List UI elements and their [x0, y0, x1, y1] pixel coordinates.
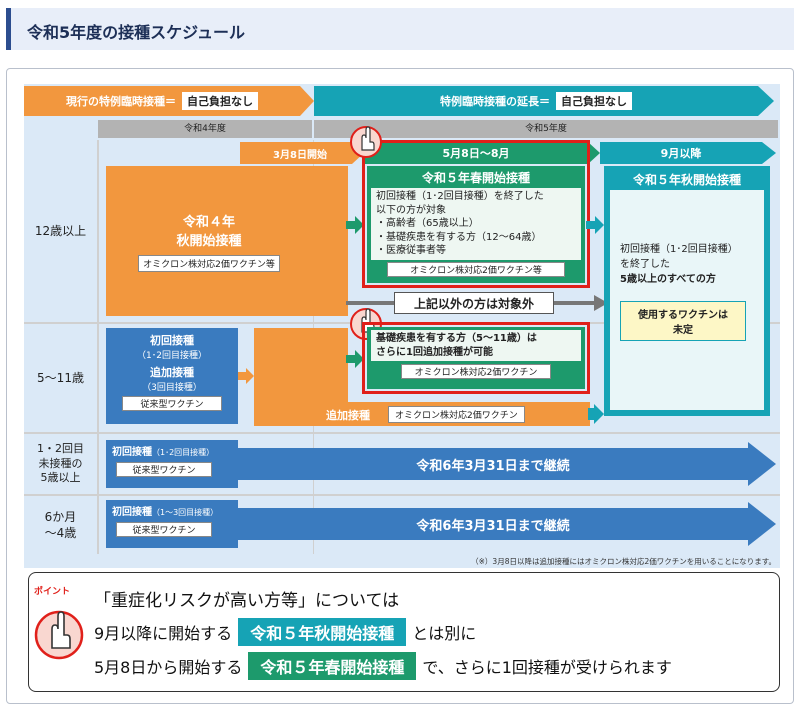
row-label-infant: 6か月 〜4歳: [24, 496, 97, 554]
phase-sep-arrow: [600, 142, 776, 164]
point-text: 5月8日から開始する: [94, 658, 243, 677]
spring-vaccine: オミクロン株対応2価ワクチン等: [387, 261, 565, 277]
arrow-right-icon: [346, 350, 364, 368]
point-title: 「重症化リスクが高い方等」については: [94, 591, 400, 611]
row-label-5-11: 5〜11歳: [24, 324, 97, 432]
others-not-covered: 上記以外の方は対象外: [394, 292, 554, 314]
child-spring-red-frame: [362, 322, 590, 394]
spring-text: 以下の方が対象: [376, 204, 446, 216]
extended-banner: 特例臨時接種の延長＝ 自己負担なし: [314, 86, 758, 116]
infant-block: 初回接種（1〜3回目接種） 従来型ワクチン: [106, 500, 238, 548]
unvac-block: 初回接種（1･2回目接種） 従来型ワクチン: [106, 440, 238, 488]
point-line-2: 9月以降に開始する 令和５年秋開始接種 とは別に: [94, 618, 476, 646]
row-label-text: 〜4歳: [44, 526, 77, 540]
footnote: （※）3月8日以降は追加接種にはオミクロン株対応2価ワクチンを用いることになりま…: [471, 557, 776, 566]
autumn-r5-vaccine-text: 未定: [673, 325, 693, 336]
arrow-right-icon: [346, 216, 364, 234]
row-label-text: 12歳以上: [34, 223, 87, 238]
child-block: 初回接種 （1･2回目接種） 追加接種 （3回目接種） 従来型ワクチン: [106, 328, 238, 424]
schedule-frame: [6, 68, 794, 704]
arrow-right-icon: [586, 216, 604, 234]
row-label-text: 1・2回目: [37, 441, 84, 455]
row-separator: [24, 432, 780, 434]
child-booster-sub: （3回目接種）: [142, 383, 202, 393]
current-banner: 現行の特例臨時接種＝ 自己負担なし: [24, 86, 300, 116]
row-separator: [24, 494, 780, 496]
child-spring-text: さらに1回追加接種が可能: [376, 346, 493, 358]
child-spring-text: 基礎疾患を有する方（5〜11歳）は: [376, 333, 537, 344]
row-label-text: 6か月: [44, 509, 77, 524]
child-spring-block: 基礎疾患を有する方（5〜11歳）は さらに1回追加接種が可能 オミクロン株対応2…: [367, 327, 585, 389]
child-spring-vaccine: オミクロン株対応2価ワクチン: [401, 364, 551, 379]
hand-pointer-icon: [350, 126, 382, 158]
row-label-text: 未接種の: [38, 456, 83, 470]
arrow-right-icon: [588, 404, 604, 424]
unvac-vaccine: 従来型ワクチン: [116, 462, 212, 477]
year-header-r4: 令和4年度: [98, 120, 312, 138]
row-label-12-plus: 12歳以上: [24, 140, 97, 322]
phase-mar8-arrow: [240, 142, 364, 164]
autumn-r5-text: 5歳以上のすべての方: [620, 274, 716, 285]
booster-row-vaccine: オミクロン株対応2価ワクチン: [388, 406, 525, 423]
phase-sep: 9月以降: [660, 147, 702, 160]
point-badge: ポイント: [34, 587, 71, 597]
infant-label: 初回接種: [112, 507, 152, 518]
autumn-r5-block: 令和５年秋開始接種 初回接種（1･2回目接種） を終了した 5歳以上のすべての方…: [604, 166, 770, 416]
autumn-r5-pill: 令和５年秋開始接種: [238, 618, 407, 646]
row-label-unvaccinated: 1・2回目 未接種の 5歳以上: [24, 434, 97, 494]
booster-row-label: 追加接種: [326, 409, 370, 422]
spring-title: 令和５年春開始接種: [421, 171, 530, 185]
point-line-3: 5月8日から開始する 令和５年春開始接種 で、さらに1回接種が受けられます: [94, 652, 672, 680]
child-initial-label: 初回接種: [150, 334, 194, 347]
spring-block: 令和５年春開始接種 初回接種（1･2回目接種）を終了した 以下の方が対象 ・高齢…: [367, 166, 585, 283]
spring-target-item: ・医療従事者等: [376, 245, 446, 256]
autumn-r4-block: 令和４年 秋開始接種 オミクロン株対応2価ワクチン等: [106, 166, 312, 316]
spring-text: 初回接種（1･2回目接種）を終了した: [376, 191, 544, 202]
autumn-r5-text: を終了した: [620, 259, 670, 270]
autumn-r5-title: 令和５年秋開始接種: [632, 173, 741, 187]
infant-sub: （1〜3回目接種）: [152, 508, 219, 517]
phase-may-aug-arrow: [364, 142, 600, 164]
child-booster-label: 追加接種: [150, 366, 194, 379]
autumn-r4-vaccine: オミクロン株対応2価ワクチン等: [138, 254, 280, 272]
row-label-text: 5〜11歳: [37, 370, 84, 385]
autumn-r5-vaccine-box: 使用するワクチンは 未定: [620, 301, 746, 341]
spring-target-item: ・高齢者（65歳以上）: [376, 218, 479, 229]
spring-red-frame: [362, 140, 590, 288]
current-banner-label: 現行の特例臨時接種＝: [66, 95, 176, 108]
continue-arrow-unvac: [238, 442, 776, 486]
column-separator: [97, 140, 99, 554]
extended-banner-arrow: [314, 86, 774, 116]
spring-r5-pill: 令和５年春開始接種: [248, 652, 417, 680]
point-text: 9月以降に開始する: [94, 624, 233, 643]
unvac-sub: （1･2回目接種）: [152, 448, 215, 457]
continue-arrow-infant: [238, 502, 776, 546]
autumn-r4-extension: [312, 166, 348, 316]
phase-mar8: 3月8日開始: [273, 149, 327, 161]
point-text: で、さらに1回接種が受けられます: [422, 658, 672, 677]
autumn-r4-title: 秋開始接種: [176, 233, 242, 249]
autumn-r5-vaccine-text: 使用するワクチンは: [638, 310, 728, 321]
extended-banner-box: 自己負担なし: [556, 92, 632, 110]
hand-pointer-icon: [34, 610, 84, 660]
year-header-r5: 令和5年度: [314, 120, 778, 138]
phase-may-aug: 5月8日〜8月: [442, 147, 510, 160]
unvac-label: 初回接種: [112, 447, 152, 458]
page-title: 令和5年度の接種スケジュール: [27, 23, 246, 42]
spring-target-item: ・基礎疾患を有する方（12〜64歳）: [376, 231, 542, 243]
current-banner-box: 自己負担なし: [182, 92, 258, 110]
autumn-r4-title: 令和４年: [182, 214, 235, 230]
continue-text-unvac: 令和6年3月31日まで継続: [416, 458, 570, 474]
autumn-r5-text: 初回接種（1･2回目接種）: [620, 244, 738, 255]
extended-banner-label: 特例臨時接種の延長＝: [440, 95, 550, 108]
point-text: とは別に: [412, 624, 477, 643]
page-header: 令和5年度の接種スケジュール: [6, 8, 794, 50]
infant-vaccine: 従来型ワクチン: [116, 522, 212, 537]
booster-row: 追加接種 オミクロン株対応2価ワクチン: [254, 402, 590, 426]
child-vaccine: 従来型ワクチン: [122, 396, 222, 411]
continue-text-infant: 令和6年3月31日まで継続: [416, 518, 570, 534]
child-initial-sub: （1･2回目接種）: [137, 351, 207, 361]
row-label-text: 5歳以上: [40, 471, 81, 485]
arrow-right-icon: [238, 368, 254, 384]
